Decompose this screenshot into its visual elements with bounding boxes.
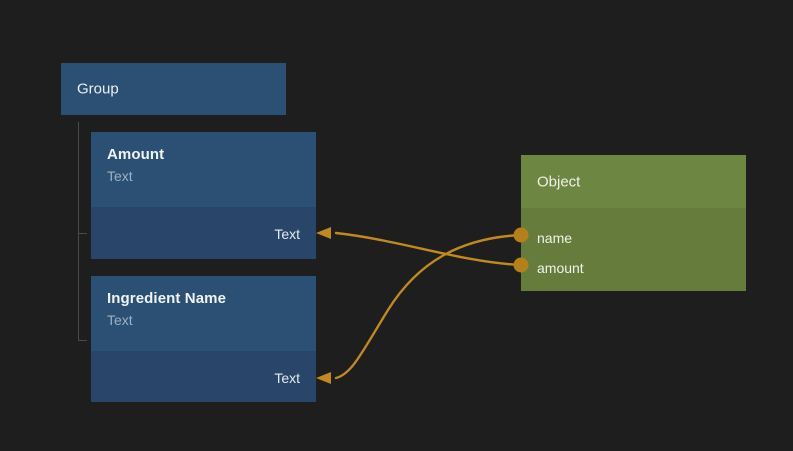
node-object-field-name[interactable]: name xyxy=(537,230,573,246)
node-ingredient-name-title: Ingredient Name xyxy=(107,290,227,307)
node-group-title: Group xyxy=(77,80,119,98)
edge-arrowhead-ingredient xyxy=(316,372,331,384)
node-ingredient-name[interactable]: Ingredient Name Text Text xyxy=(91,276,316,402)
node-amount-input-port-label[interactable]: Text xyxy=(274,226,300,242)
node-amount-subtitle: Text xyxy=(107,168,133,184)
edge-name-to-ingredient-text xyxy=(334,233,523,380)
node-ingredient-name-header[interactable]: Ingredient Name Text xyxy=(91,276,316,351)
tree-branch-stub-amount xyxy=(78,233,87,234)
node-object-header[interactable]: Object xyxy=(521,155,746,208)
node-object-title: Object xyxy=(537,173,581,190)
node-ingredient-name-input-port-label[interactable]: Text xyxy=(274,370,300,386)
edge-amount-to-amount-text xyxy=(334,231,523,267)
tree-trunk-line xyxy=(78,122,79,341)
node-amount-body: Text xyxy=(91,207,316,259)
edge-arrowhead-amount xyxy=(316,227,331,239)
tree-branch-stub-ingredient xyxy=(78,340,87,341)
node-object[interactable]: Object name amount xyxy=(521,155,746,291)
node-object-body: name amount xyxy=(521,208,746,291)
node-amount[interactable]: Amount Text Text xyxy=(91,132,316,259)
output-port-dot-amount[interactable] xyxy=(513,257,529,273)
node-amount-title: Amount xyxy=(107,146,165,163)
node-object-field-amount[interactable]: amount xyxy=(537,260,584,276)
node-ingredient-name-body: Text xyxy=(91,351,316,402)
output-port-dot-name[interactable] xyxy=(513,227,529,243)
node-ingredient-name-subtitle: Text xyxy=(107,312,133,328)
node-amount-header[interactable]: Amount Text xyxy=(91,132,316,207)
node-group[interactable]: Group xyxy=(61,63,286,115)
